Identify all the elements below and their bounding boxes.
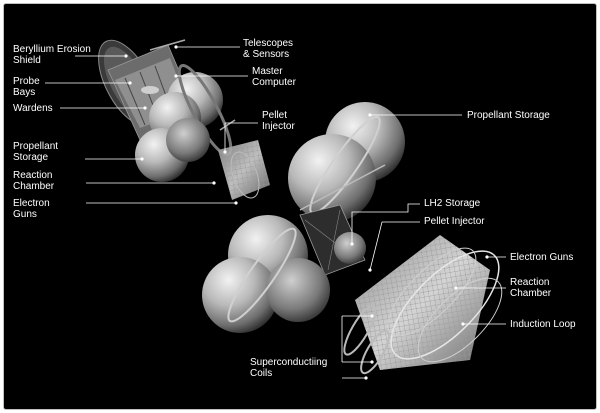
- label-lh2-storage: LH2 Storage: [424, 198, 481, 209]
- label-wardens: Wardens: [13, 103, 53, 114]
- label-electron-guns-right: Electron Guns: [510, 252, 574, 263]
- label-propellant-storage-right: Propellant Storage: [467, 110, 550, 121]
- label-pellet-injector-right: Pellet Injector: [424, 216, 485, 227]
- leader-dots: [124, 45, 489, 380]
- main-assembly: [202, 102, 503, 375]
- label-telescopes-sensors: Telescopes& Sensors: [243, 38, 294, 60]
- leader-lines: [45, 46, 506, 379]
- label-induction-loop: Induction Loop: [510, 319, 576, 330]
